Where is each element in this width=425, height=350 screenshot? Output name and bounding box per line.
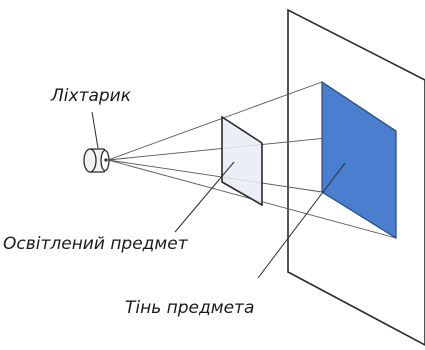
label-leaders	[91, 111, 346, 279]
flashlight-bulb	[104, 158, 108, 162]
ray-bottom-left	[107, 159, 323, 193]
leader-flashlight	[91, 111, 99, 149]
flashlight-back	[83, 148, 97, 173]
flashlight	[83, 148, 110, 173]
ray-top-left	[107, 81, 323, 161]
label-illuminated-object: Освітлений предмет	[3, 234, 188, 254]
leader-object	[174, 161, 235, 233]
leader-shadow	[257, 162, 346, 279]
label-object-shadow: Тінь предмета	[125, 298, 255, 318]
label-flashlight: Ліхтарик	[51, 86, 131, 106]
illuminated-object	[221, 115, 263, 207]
object-shadow	[321, 80, 397, 240]
